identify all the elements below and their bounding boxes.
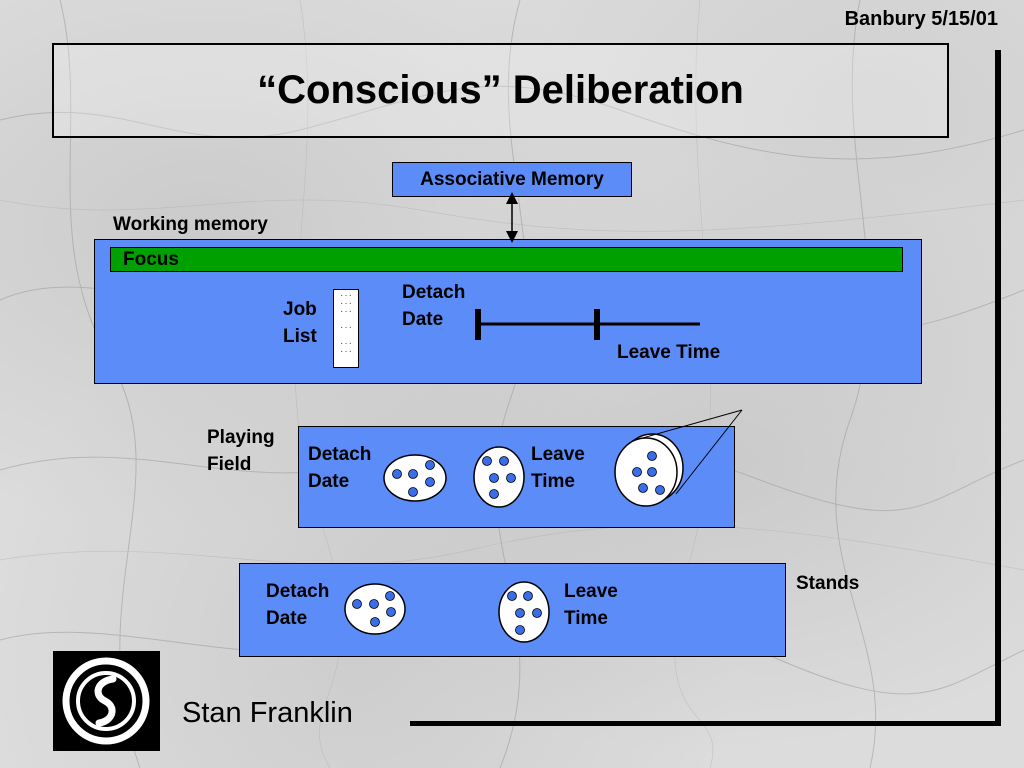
playing-field-label-line-1: Playing [207,427,275,448]
st-leave-time-line-2: Time [564,608,609,629]
pf-detach-date-line-1: Detach [308,444,372,465]
slide-title: “Conscious” Deliberation [257,68,744,112]
stands-label: Stands [796,573,860,594]
st-detach-date-label: Detach Date [266,578,329,632]
pf-leave-time-label: Leave Time [531,441,585,495]
title-box: “Conscious” Deliberation [52,43,949,138]
pf-detach-date-line-2: Date [308,471,350,492]
author-name: Stan Franklin [182,697,353,729]
st-detach-coalition [344,583,406,635]
job-list-label-line-1: Job [283,299,317,320]
wm-detach-date-line-2: Date [402,309,444,330]
pf-leave-coalition [473,446,525,508]
associative-memory-label: Associative Memory [420,168,604,190]
st-leave-time-label: Leave Time [564,578,618,632]
pf-detach-date-label: Detach Date [308,441,371,495]
header-date: Banbury 5/15/01 [844,8,998,30]
timeline [475,309,700,340]
working-memory-label: Working memory [113,214,268,235]
playing-field-label-line-2: Field [207,454,252,475]
st-detach-date-line-1: Detach [266,581,330,602]
pf-leave-time-line-1: Leave [531,444,585,465]
wm-detach-date-line-1: Detach [402,282,466,303]
st-leave-coalition [498,581,550,643]
wm-detach-date-label: Detach Date [402,279,465,333]
job-list-label: Job List [283,296,317,350]
job-list-card: ......... ... ...... [333,289,359,368]
job-list-label-line-2: List [283,326,317,347]
focus-bar: Focus [110,247,903,272]
focus-label: Focus [123,248,179,270]
pf-stacked-coalition [614,409,743,507]
bottom-frame-rule [410,721,1001,726]
right-frame-rule [995,50,1001,726]
concentric-circle-logo-icon [53,651,160,751]
wm-leave-time-label: Leave Time [617,342,721,363]
pf-leave-time-line-2: Time [531,471,576,492]
st-leave-time-line-1: Leave [564,581,618,602]
st-detach-date-line-2: Date [266,608,308,629]
playing-field-label: Playing Field [207,424,275,478]
pf-detach-coalition [383,454,447,502]
